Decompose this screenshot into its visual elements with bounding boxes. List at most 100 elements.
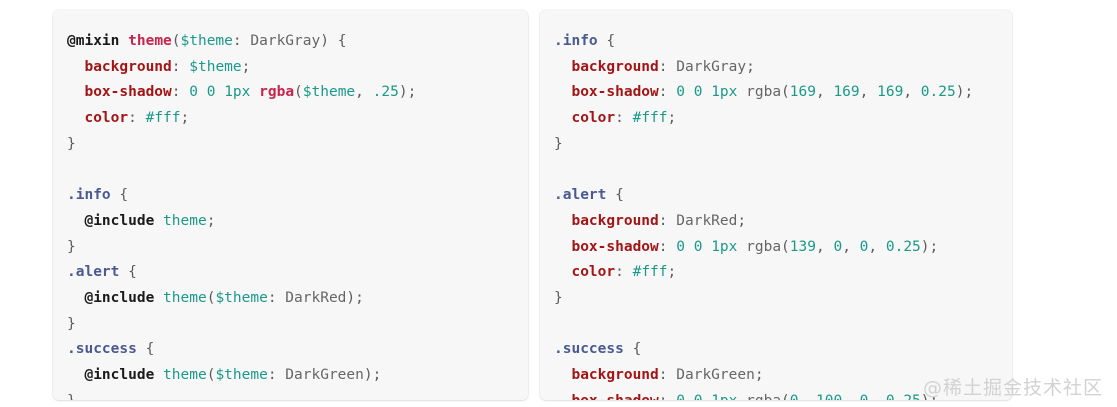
token-var: $theme [180, 33, 233, 49]
token-punct: ; [667, 264, 677, 281]
token-punct: : [128, 110, 137, 127]
token-prop: background [84, 58, 172, 75]
token-punct: ) [346, 290, 356, 307]
token-punct: , [859, 84, 869, 101]
token-punct: , [903, 84, 913, 101]
token-punct: , [355, 84, 364, 101]
token-fn: theme [128, 33, 172, 49]
token-punct: ; [241, 58, 251, 75]
code-line: background: DarkGray; [554, 58, 755, 75]
code-panel-css: .info { background: DarkGray; box-shadow… [540, 10, 1012, 400]
code-block-css[interactable]: .info { background: DarkGray; box-shadow… [554, 29, 973, 400]
token-var: $theme [189, 58, 242, 75]
token-punct: ; [964, 84, 974, 101]
token-num: 1px [711, 238, 738, 255]
code-line: } [67, 393, 76, 400]
code-line: box-shadow: 0 0 1px rgba(0, 100, 0, 0.25… [554, 393, 938, 400]
token-punct: : [658, 58, 668, 75]
code-line: color: #fff; [554, 110, 676, 126]
token-var: theme [163, 367, 207, 384]
token-num: 1px [224, 84, 251, 101]
token-num: #fff [632, 110, 668, 127]
token-punct: ; [746, 58, 755, 75]
token-var: $theme [215, 367, 268, 384]
token-kw: @mixin [67, 33, 120, 49]
token-punct: : [171, 58, 181, 75]
code-panel-scss: @mixin theme($theme: DarkGray) { backgro… [53, 10, 528, 400]
code-line: color: #fff; [67, 110, 189, 126]
token-num: 0 [859, 238, 869, 255]
site-watermark: @稀土掘金技术社区 [922, 377, 1103, 399]
token-punct: , [868, 238, 878, 255]
token-punct: ) [955, 84, 965, 101]
code-line: background: DarkRed; [554, 213, 746, 229]
token-punct: ( [206, 290, 216, 307]
code-line: @include theme; [67, 213, 215, 229]
token-prop: background [571, 212, 659, 229]
token-punct: } [554, 290, 563, 307]
token-punct: ; [355, 290, 364, 307]
token-num: 0 [676, 84, 685, 101]
token-prop: background [571, 58, 659, 75]
token-punct: ) [398, 84, 408, 101]
code-line: @mixin theme($theme: DarkGray) { [67, 33, 346, 49]
token-punct: { [128, 264, 137, 281]
token-punct: ) [320, 33, 329, 49]
token-punct: : [267, 290, 277, 307]
token-num: 0 [860, 393, 869, 400]
token-num: 169 [789, 84, 816, 101]
token-punct: : [615, 110, 624, 127]
token-num: 1px [711, 393, 737, 400]
token-num: #fff [145, 110, 181, 127]
token-num: 169 [877, 84, 904, 101]
token-kw: @include [84, 212, 155, 229]
token-prop: box-shadow [571, 84, 659, 101]
token-punct: , [842, 393, 851, 400]
token-num: 0 [790, 393, 799, 400]
code-block-scss[interactable]: @mixin theme($theme: DarkGray) { backgro… [67, 29, 416, 400]
token-punct: { [145, 341, 155, 358]
token-prop: color [571, 110, 616, 127]
token-punct: ; [407, 84, 417, 101]
token-num: .25 [372, 84, 399, 101]
code-line: box-shadow: 0 0 1px rgba($theme, .25); [67, 84, 416, 100]
token-num: 0 [693, 84, 703, 101]
token-punct: : [659, 393, 668, 400]
code-line: background: $theme; [67, 59, 250, 75]
token-punct: } [67, 135, 76, 152]
token-punct: } [67, 393, 76, 400]
token-num: #fff [632, 264, 668, 281]
token-num: 0 [693, 238, 703, 255]
token-num: 100 [816, 393, 842, 400]
token-val: DarkGreen [285, 367, 364, 384]
token-val: rgba [746, 393, 781, 400]
code-line: box-shadow: 0 0 1px rgba(139, 0, 0, 0.25… [554, 239, 938, 255]
token-num: 0.25 [885, 238, 921, 255]
token-num: 169 [833, 84, 860, 101]
token-punct: ( [781, 84, 790, 101]
token-punct: } [554, 135, 563, 152]
token-punct: ) [920, 238, 930, 255]
token-punct: : [658, 84, 668, 101]
token-punct: , [815, 238, 825, 255]
token-num: 0 [676, 238, 685, 255]
token-kw: @include [84, 367, 155, 384]
token-num: 0 [694, 393, 703, 400]
code-line: } [67, 239, 76, 255]
token-num: 139 [789, 238, 816, 255]
code-line: .success { [554, 341, 641, 357]
token-punct: : [658, 212, 668, 229]
token-var: $theme [302, 84, 356, 101]
code-line: color: #fff; [554, 264, 676, 280]
token-num: 0 [833, 238, 843, 255]
token-var: $theme [215, 290, 268, 307]
token-punct: { [632, 341, 642, 358]
token-punct: ( [294, 84, 303, 101]
token-punct: ( [781, 238, 790, 255]
token-punct: ; [206, 212, 216, 229]
token-punct: : [171, 84, 181, 101]
token-punct: : [267, 367, 277, 384]
token-fn: rgba [259, 84, 295, 101]
token-num: 1px [711, 84, 738, 101]
token-sel: .alert [67, 264, 120, 281]
